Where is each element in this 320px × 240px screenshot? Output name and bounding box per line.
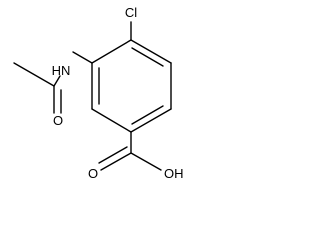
ring-double-bond bbox=[131, 105, 164, 125]
ring-bond bbox=[91, 39, 132, 64]
ring-bond bbox=[91, 108, 132, 133]
carboxyl-double-bond bbox=[98, 146, 128, 164]
hydroxyl-label: OH bbox=[164, 166, 184, 181]
carbonyl-oxygen-label: O bbox=[53, 113, 63, 128]
hydroxyl-bond bbox=[130, 152, 162, 171]
carboxyl-double-bond bbox=[100, 152, 132, 171]
amine-bond bbox=[72, 51, 93, 64]
methyl-bond bbox=[13, 62, 55, 87]
carboxyl-oxygen-label: O bbox=[88, 166, 98, 181]
chlorine-label: Cl bbox=[125, 5, 137, 20]
amide-bond bbox=[53, 75, 61, 87]
atom-labels: Cl HN O O OH bbox=[52, 5, 184, 181]
ring-bond bbox=[130, 108, 172, 133]
ring-double-bond bbox=[131, 47, 164, 67]
chemical-structure: Cl HN O O OH bbox=[13, 5, 184, 181]
amide-nh-label: HN bbox=[52, 63, 71, 78]
bond-lines bbox=[13, 21, 172, 171]
ring-bond bbox=[130, 39, 172, 64]
